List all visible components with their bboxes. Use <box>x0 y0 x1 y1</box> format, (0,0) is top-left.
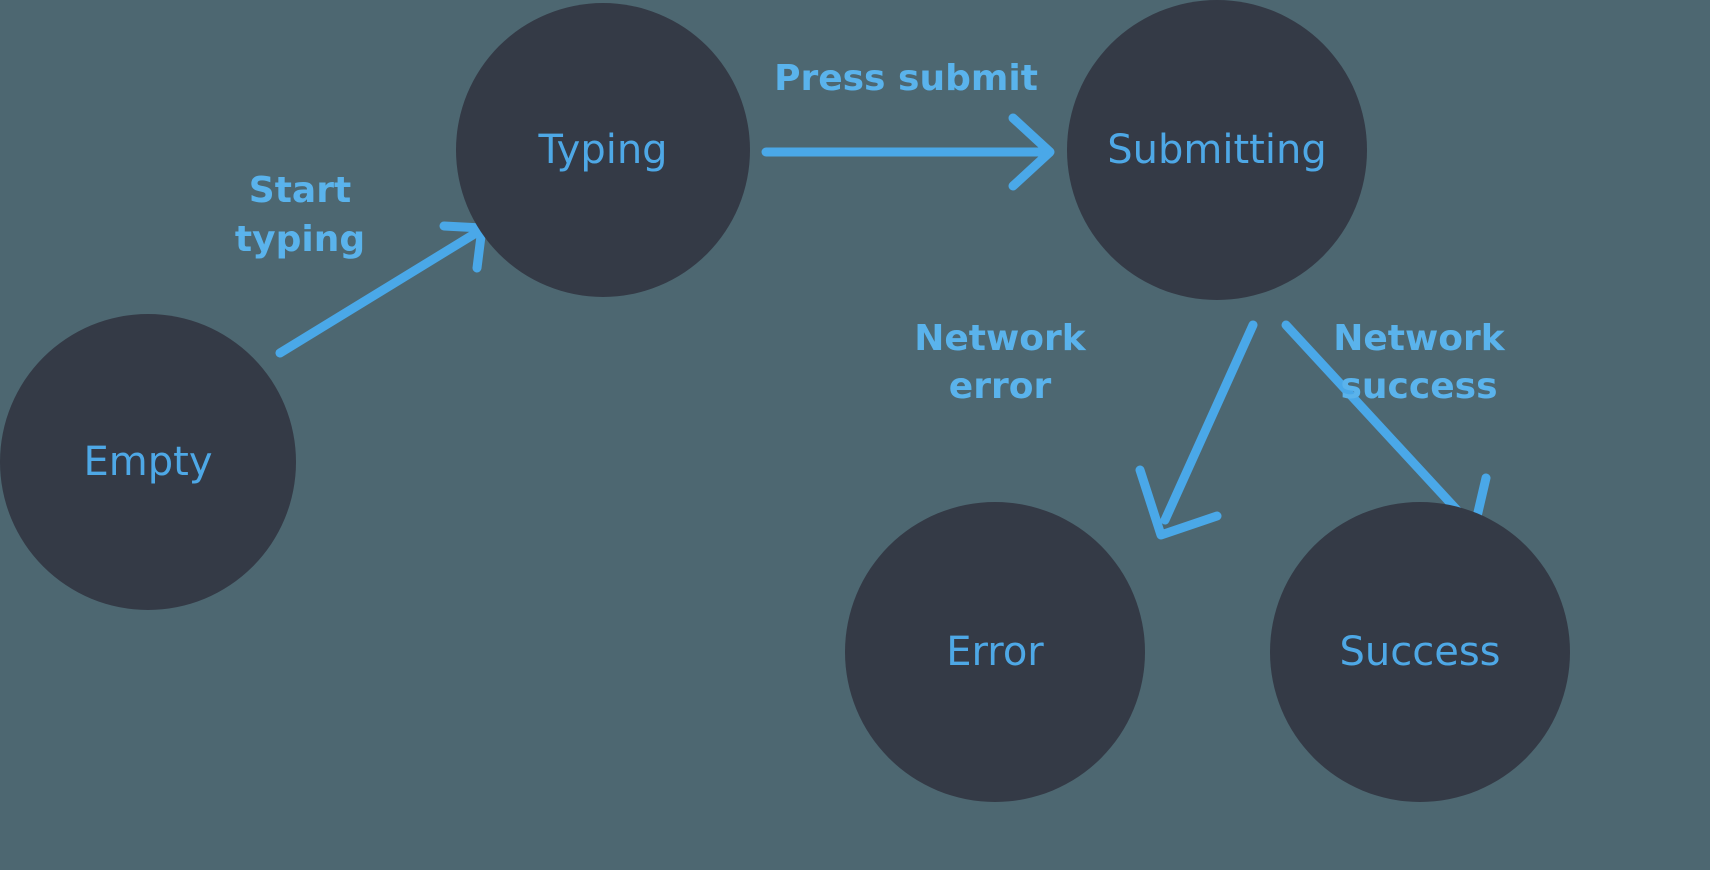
edge-label-network-success-line2: success <box>1340 366 1497 407</box>
edge-typing-to-submitting: Press submit <box>761 58 1055 191</box>
edge-label-press-submit: Press submit <box>774 58 1038 99</box>
state-node-typing-circle[interactable] <box>456 3 750 297</box>
state-node-empty-circle[interactable] <box>0 314 296 610</box>
state-node-typing-label: Typing <box>537 127 667 173</box>
arrowhead-submitting-to-error <box>1135 465 1222 540</box>
state-node-empty-label: Empty <box>84 439 213 485</box>
edge-line-submitting-to-success <box>1281 320 1473 527</box>
state-node-empty[interactable]: Empty <box>0 314 296 610</box>
edge-label-network-error-line1: Network <box>914 318 1086 359</box>
state-node-submitting-label: Submitting <box>1107 127 1326 173</box>
edge-submitting-to-error: Network error <box>914 318 1258 540</box>
edge-line-submitting-to-error <box>1160 320 1258 525</box>
state-node-success[interactable]: Success <box>1270 502 1570 802</box>
edge-label-network-error-line2: error <box>949 366 1052 407</box>
state-node-success-circle[interactable] <box>1270 502 1570 802</box>
edge-label-start-typing-line2: typing <box>235 219 365 260</box>
edge-label-network-success-line1: Network <box>1333 318 1505 359</box>
edge-label-start-typing-line1: Start <box>249 170 351 211</box>
arrowhead-typing-to-submitting <box>1008 113 1055 191</box>
edge-submitting-to-success: Network success <box>1281 318 1506 543</box>
state-node-error[interactable]: Error <box>845 502 1145 802</box>
edge-line-empty-to-typing <box>275 228 481 358</box>
state-node-submitting[interactable]: Submitting <box>1067 0 1367 300</box>
state-node-success-label: Success <box>1339 629 1500 675</box>
state-node-typing[interactable]: Typing <box>456 3 750 297</box>
state-node-error-circle[interactable] <box>845 502 1145 802</box>
state-node-error-label: Error <box>946 629 1044 675</box>
state-node-submitting-circle[interactable] <box>1067 0 1367 300</box>
